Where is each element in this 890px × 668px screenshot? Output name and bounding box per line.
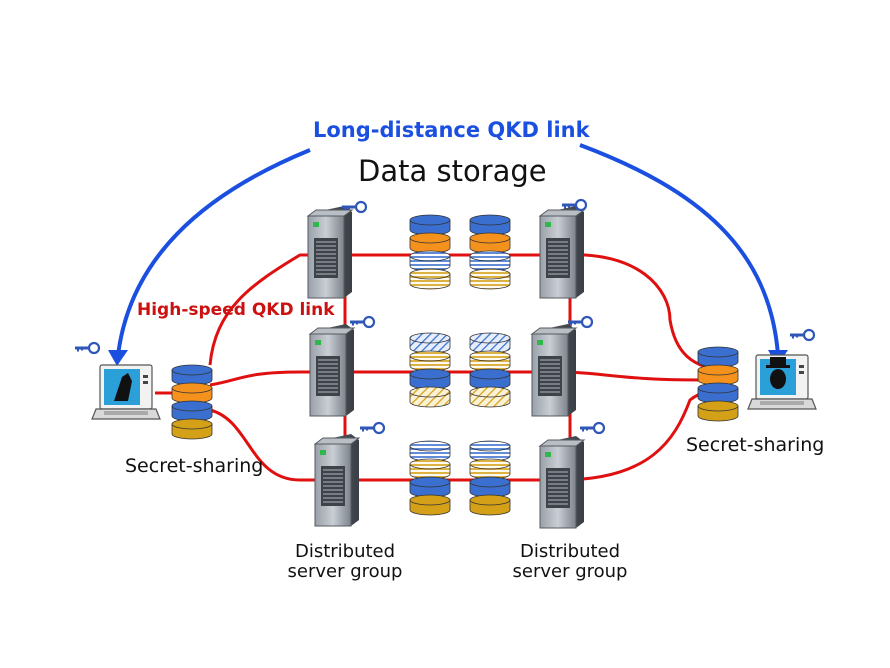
database-disk-icon xyxy=(697,400,739,422)
database-disk-icon xyxy=(469,458,511,480)
storage-shares xyxy=(409,214,511,516)
database-disk-icon xyxy=(469,232,511,254)
database-disk-icon xyxy=(409,440,451,462)
secret-sharing-left-label: Secret-sharing xyxy=(125,455,264,477)
long-distance-link-label: Long-distance QKD link xyxy=(313,118,590,142)
database-disk-icon xyxy=(469,332,511,354)
database-disk-icon xyxy=(409,476,451,498)
database-disk-icon xyxy=(409,268,451,290)
high-speed-link-label: High-speed QKD link xyxy=(137,300,335,320)
arrowhead-left xyxy=(108,350,128,366)
database-disk-icon xyxy=(409,368,451,390)
database-disk-icon xyxy=(469,268,511,290)
database-disk-icon xyxy=(409,458,451,480)
database-disk-icon xyxy=(469,214,511,236)
database-disk-icon xyxy=(171,364,213,386)
long-distance-qkd-link xyxy=(116,143,780,356)
data-storage-title: Data storage xyxy=(358,154,547,188)
secret-sharing-right-label: Secret-sharing xyxy=(686,434,825,456)
database-disk-icon xyxy=(409,332,451,354)
database-disk-icon xyxy=(697,346,739,368)
server-group-left-line1: Distributed xyxy=(294,541,396,562)
server-icon xyxy=(307,205,353,299)
server-icon xyxy=(309,323,355,417)
key-icon xyxy=(578,421,606,435)
database-disk-icon xyxy=(469,386,511,408)
database-disk-icon xyxy=(171,400,213,422)
key-icon xyxy=(358,421,386,435)
database-disk-icon xyxy=(469,250,511,272)
database-disk-icon xyxy=(469,440,511,462)
database-disk-icon xyxy=(409,214,451,236)
key-icon xyxy=(566,315,594,329)
server-group-left-label: Distributed server group xyxy=(280,542,410,582)
server-icon xyxy=(314,433,360,527)
key-icon xyxy=(788,328,816,342)
database-disk-icon xyxy=(469,368,511,390)
database-disk-icon xyxy=(469,350,511,372)
database-disk-icon xyxy=(409,350,451,372)
key-icon xyxy=(348,315,376,329)
server-icon xyxy=(531,323,577,417)
database-disk-icon xyxy=(171,418,213,440)
database-disk-icon xyxy=(409,232,451,254)
database-disk-icon xyxy=(469,476,511,498)
database-disk-icon xyxy=(409,386,451,408)
key-icon xyxy=(73,341,101,355)
server-group-right-label: Distributed server group xyxy=(505,542,635,582)
server-group-left-line2: server group xyxy=(287,561,403,582)
database-disk-icon xyxy=(697,382,739,404)
server-icon xyxy=(539,205,585,299)
server-icon xyxy=(539,435,585,529)
database-disk-icon xyxy=(409,494,451,516)
server-group-right-line1: Distributed xyxy=(519,541,621,562)
secret-share-stack-left xyxy=(171,364,213,440)
database-disk-icon xyxy=(469,494,511,516)
laptop-user-right-icon xyxy=(747,354,817,410)
database-disk-icon xyxy=(409,250,451,272)
secret-share-stack-right xyxy=(697,346,739,422)
database-disk-icon xyxy=(697,364,739,386)
laptop-user-left-icon xyxy=(91,364,161,420)
server-group-right-line2: server group xyxy=(512,561,628,582)
database-disk-icon xyxy=(171,382,213,404)
key-icon xyxy=(340,200,368,214)
